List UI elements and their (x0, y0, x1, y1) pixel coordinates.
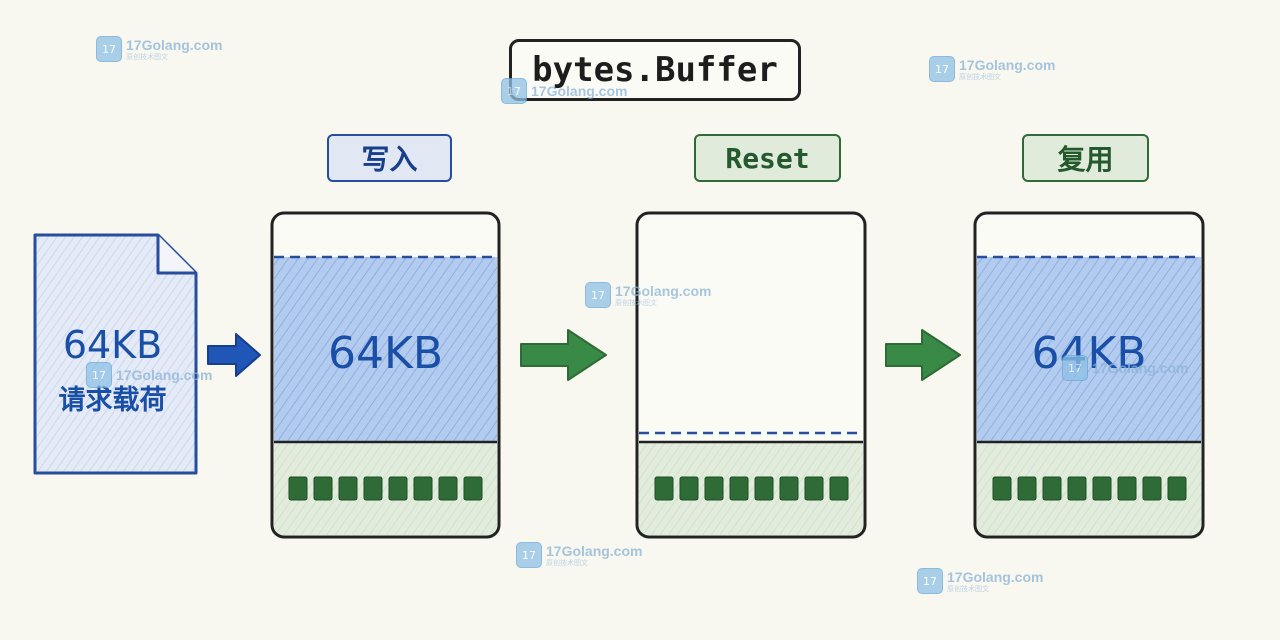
diagram-title: bytes.Buffer (532, 50, 778, 90)
watermark-site: 17Golang.com (116, 367, 213, 383)
buffer-blocks (654, 476, 849, 501)
step-label-write: 写入 (327, 134, 452, 182)
buffer-reuse (973, 211, 1205, 539)
title-box: bytes.Buffer (509, 39, 801, 101)
watermark-sub: 原创技术图文 (546, 558, 588, 567)
watermark-logo-icon: 17 (86, 362, 112, 388)
watermark-site: 17Golang.com (1092, 360, 1189, 376)
watermark-sub: 原创技术图文 (959, 72, 1001, 81)
buffer-data-region (274, 257, 497, 442)
watermark: 17 17Golang.com (86, 362, 212, 388)
watermark-logo-icon: 17 (96, 36, 122, 62)
step-label-reuse: 复用 (1022, 134, 1149, 182)
buffer-data-region (977, 257, 1201, 442)
watermark-site: 17Golang.com (546, 542, 643, 559)
buffer-blocks (288, 476, 483, 501)
buffer-write-content: 64KB (327, 328, 444, 379)
watermark-logo-icon: 17 (929, 56, 955, 82)
step-label-reset: Reset (694, 134, 841, 182)
watermark-sub: 原创技术图文 (615, 298, 657, 307)
buffer-reuse-content: 64KB (1031, 328, 1147, 379)
payload-caption: 请求载荷 (58, 385, 167, 416)
watermark-logo-icon: 17 (501, 78, 527, 104)
watermark-sub: 原创技术图文 (126, 52, 168, 61)
watermark-site: 17Golang.com (947, 568, 1044, 585)
watermark-logo-icon: 17 (516, 542, 542, 568)
step-label-text: Reset (725, 141, 810, 175)
watermark-site: 17Golang.com (959, 56, 1056, 73)
watermark: 17 17Golang.com (1062, 355, 1188, 381)
watermark: 17 17Golang.com (501, 78, 627, 104)
watermark-site: 17Golang.com (615, 282, 712, 299)
arrow-reset (520, 329, 607, 381)
buffer-reset (635, 211, 867, 539)
buffer-write (270, 211, 501, 539)
watermark-site: 17Golang.com (531, 83, 628, 99)
payload-document (33, 233, 198, 475)
watermark-logo-icon: 17 (585, 282, 611, 308)
step-label-text: 写入 (361, 143, 418, 176)
arrow-reuse (885, 329, 961, 381)
watermark-logo-icon: 17 (917, 568, 943, 594)
buffer-blocks (992, 476, 1187, 501)
watermark-site: 17Golang.com (126, 36, 223, 53)
arrow-write (207, 333, 261, 377)
watermark-logo-icon: 17 (1062, 355, 1088, 381)
step-label-text: 复用 (1057, 143, 1114, 176)
watermark-sub: 原创技术图文 (947, 584, 989, 593)
payload-size: 64KB (62, 323, 163, 367)
